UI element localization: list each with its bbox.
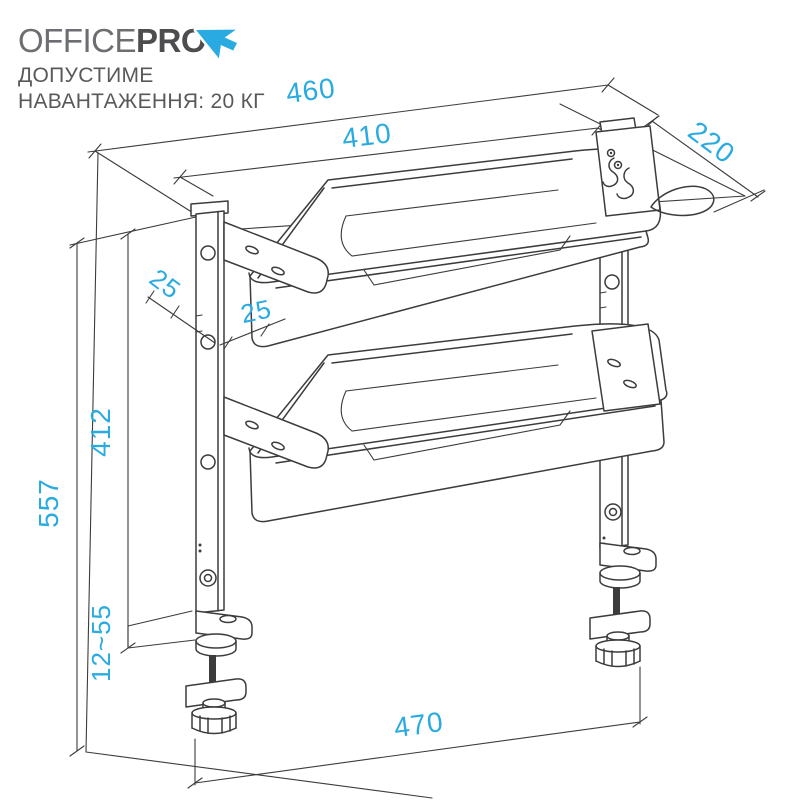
lower-right-plate [591,323,661,412]
officepro-logo: OFFICEPRO [18,22,240,61]
dim-557: 557 [33,216,197,757]
s-hook-icon [616,167,635,200]
dim-410: 410 [173,117,633,197]
logo-cursor-icon [193,27,240,61]
left-rail [190,200,229,614]
dim-470: 470 [187,666,648,789]
svg-text:OFFICEPRO: OFFICEPRO [18,22,206,59]
load-note-line2: НАВАНТАЖЕННЯ: 20 КГ [18,90,265,113]
dim-460-label: 460 [284,72,337,109]
dim-410-label: 410 [340,117,393,154]
dim-412-label: 412 [85,407,116,457]
dim-470-label: 470 [392,706,445,743]
right-clamp [589,542,657,668]
dim-25-right: 25 [219,293,286,350]
s-hook-icon [602,157,619,188]
upper-left-bracket [223,221,329,294]
left-clamp [185,610,253,735]
logo-office: OFFICE [18,22,136,59]
dim-412: 412 [85,228,136,654]
load-note: ДОПУСТИМЕ НАВАНТАЖЕННЯ: 20 КГ [18,64,265,113]
upper-shelf [223,117,662,348]
dim-557-label: 557 [33,478,64,528]
dim-460: 460 [88,72,615,159]
dim-clamp-range-label: 12~55 [86,604,116,682]
lower-left-bracket [223,396,329,469]
cable-hook-icon [650,185,715,217]
dim-clamp-range: 12~55 [86,604,196,682]
shelf-hooks [602,157,715,217]
dim-25-right-label: 25 [238,293,274,329]
load-note-line1: ДОПУСТИМЕ [18,64,154,87]
lower-shelf [223,323,668,523]
dim-220-label: 220 [683,115,741,170]
